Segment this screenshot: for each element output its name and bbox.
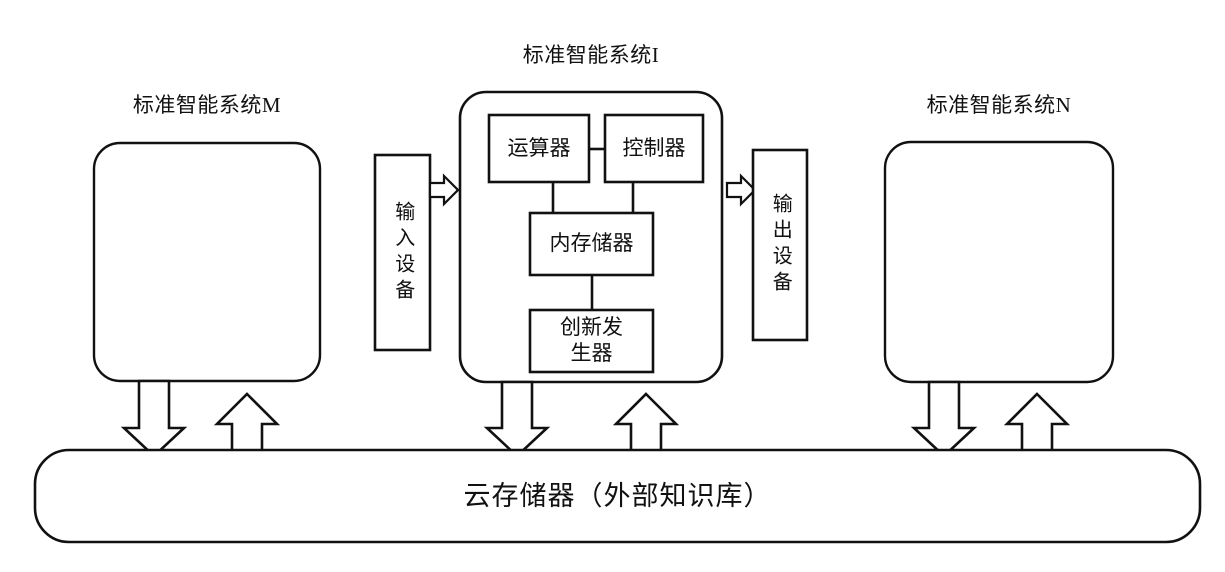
system-box-m[interactable] <box>92 141 322 383</box>
arrow-system-to-output <box>725 173 757 207</box>
component-box-alu[interactable] <box>487 113 591 184</box>
output-device-box[interactable] <box>751 148 809 342</box>
arrow-down-m-to-cloud <box>120 379 188 458</box>
component-box-innovation-generator[interactable] <box>528 308 655 374</box>
cloud-storage-box[interactable] <box>33 448 1202 544</box>
arrow-down-i-to-cloud <box>483 380 551 458</box>
arrow-down-n-to-cloud <box>910 380 978 458</box>
system-box-n[interactable] <box>883 140 1115 384</box>
arrow-up-cloud-to-n <box>1003 392 1071 459</box>
input-device-box[interactable] <box>373 153 432 352</box>
arrow-input-to-system <box>428 173 460 207</box>
component-box-controller[interactable] <box>603 113 705 184</box>
component-box-memory[interactable] <box>528 211 655 277</box>
arrow-up-cloud-to-i <box>612 392 680 459</box>
arrow-up-cloud-to-m <box>213 392 281 459</box>
